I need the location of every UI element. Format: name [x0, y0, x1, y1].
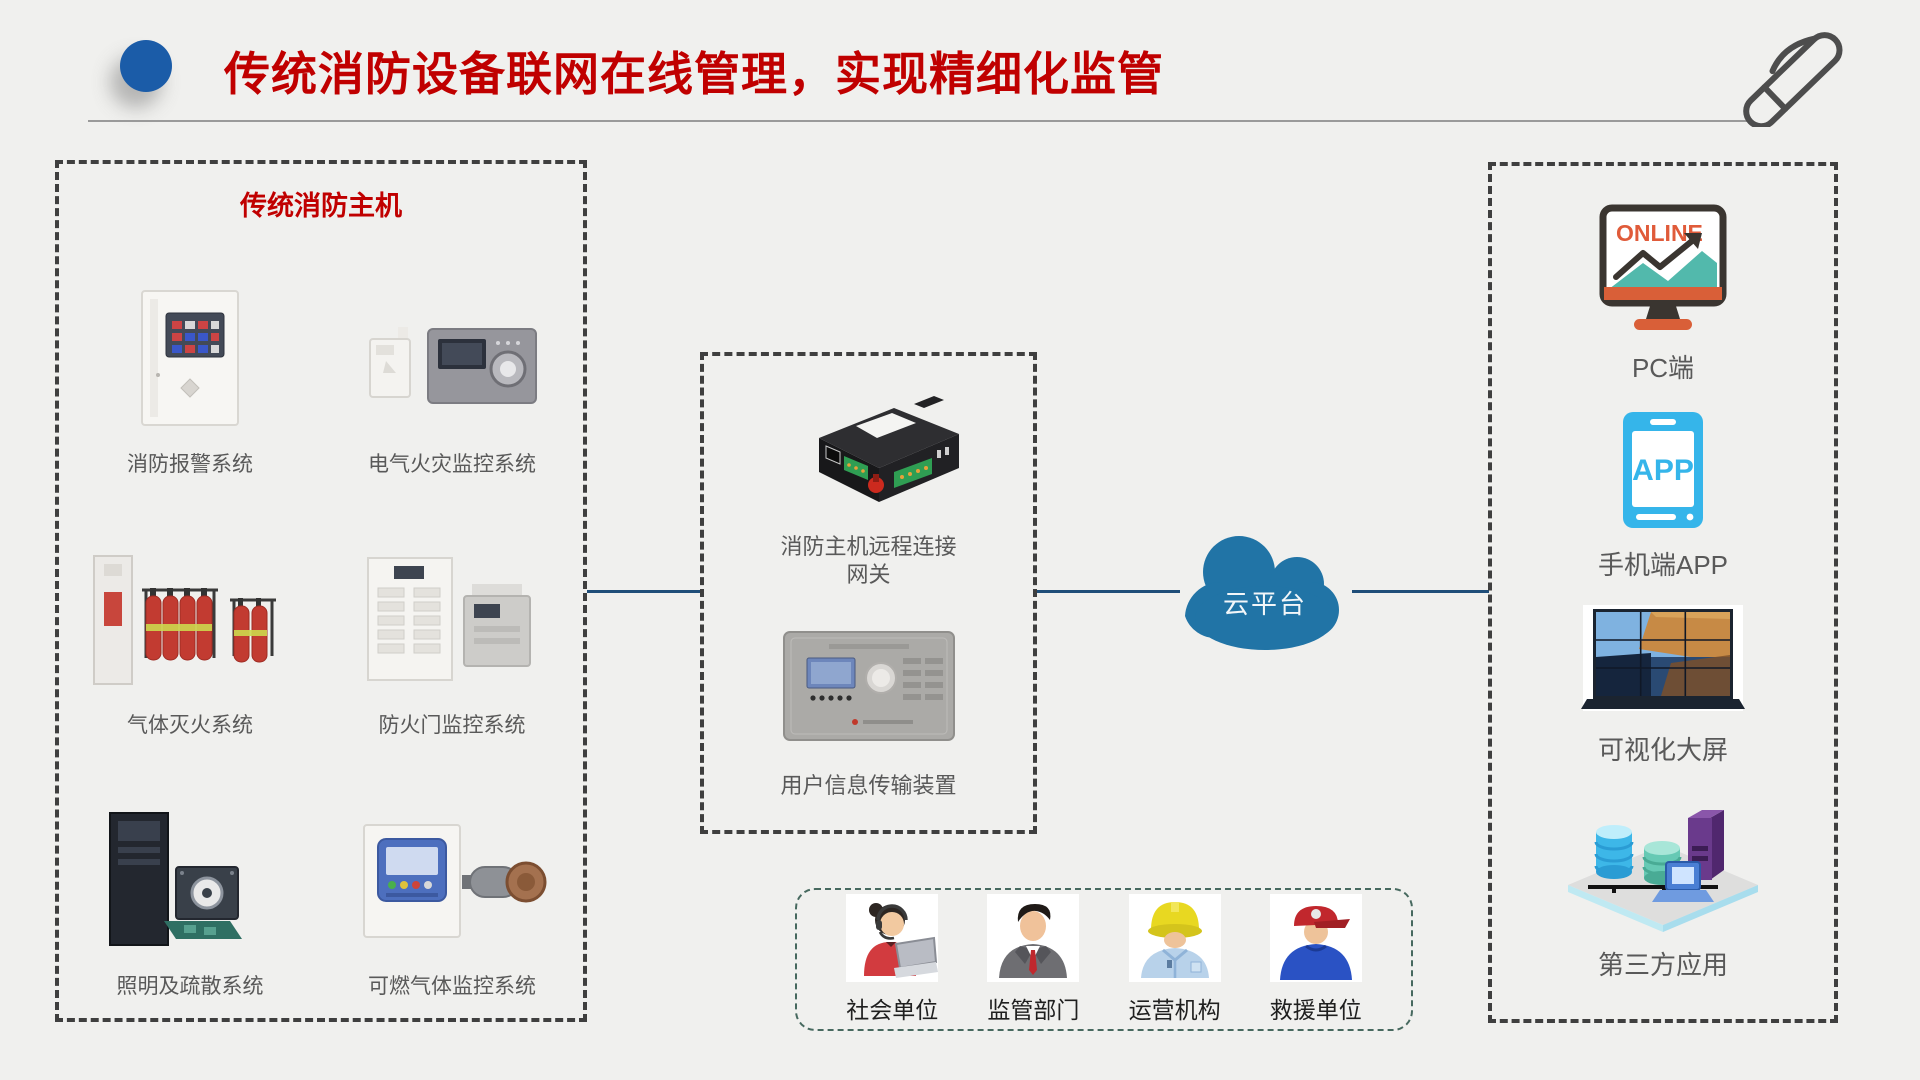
gateway-item: 用户信息传输装置 [769, 620, 969, 801]
device-item-fire-alarm: 消防报警系统 [59, 230, 321, 491]
header-divider [88, 120, 1748, 122]
stakeholder-item-society: 社会单位 [846, 894, 939, 1025]
stakeholder-label: 救援单位 [1269, 997, 1362, 1023]
stakeholder-item-rescue: 救援单位 [1269, 894, 1362, 1025]
device-label: 防火门监控系统 [378, 714, 526, 738]
cloud-platform: 云平台 [1167, 528, 1363, 656]
cloud-label: 云平台 [1222, 589, 1307, 619]
device-label: 可燃气体监控系统 [368, 974, 536, 998]
app-item-pc: ONLINE PC端 [1588, 203, 1738, 385]
stakeholder-label: 监管部门 [987, 997, 1080, 1023]
video-wall-icon [1581, 605, 1745, 722]
official-person-icon [987, 894, 1080, 987]
device-item-electrical-fire: 电气火灾监控系统 [321, 230, 583, 491]
app-label: 第三方应用 [1597, 950, 1728, 980]
device-item-gas-extinguishing: 气体灭火系统 [59, 491, 321, 752]
user-info-transmission-device-icon [769, 620, 969, 760]
pen-icon [1735, 22, 1865, 130]
gas-extinguishing-icon [80, 548, 300, 703]
app-label: 手机端APP [1597, 550, 1729, 580]
stakeholder-item-regulator: 监管部门 [987, 894, 1080, 1025]
device-label: 消防报警系统 [127, 453, 253, 477]
left-device-grid: 消防报警系统 电气火灾监控系统 [59, 230, 583, 1012]
stakeholder-label: 运营机构 [1128, 997, 1221, 1023]
applications-panel: ONLINE PC端 APP 手机端APP [1488, 162, 1838, 1023]
stakeholder-item-operator: 运营机构 [1128, 894, 1221, 1025]
remote-gateway-device-icon [764, 386, 974, 521]
fire-alarm-panel-icon [80, 287, 300, 442]
app-phone-icon: APP [1608, 408, 1718, 537]
third-party-systems-icon [1568, 790, 1758, 937]
stakeholder-label: 社会单位 [846, 997, 939, 1023]
cloud-icon [1185, 536, 1339, 650]
device-item-fire-door: 防火门监控系统 [321, 491, 583, 752]
electrical-fire-monitor-icon [342, 287, 562, 442]
combustible-gas-monitor-icon [342, 809, 562, 964]
title-bullet-circle [120, 40, 172, 92]
device-label: 电气火灾监控系统 [368, 453, 536, 477]
online-monitor-icon: ONLINE [1588, 203, 1738, 340]
connector-cloud-to-right [1352, 590, 1489, 593]
gateway-panel: 消防主机远程连接 网关 用户信息传输装置 [700, 352, 1037, 834]
device-item-combustible-gas: 可燃气体监控系统 [321, 751, 583, 1012]
connector-left-to-gateway [587, 590, 700, 593]
connector-gateway-to-cloud [1037, 590, 1180, 593]
app-item-third-party: 第三方应用 [1568, 790, 1758, 982]
stakeholders-panel: 社会单位 监管部门 [795, 888, 1413, 1031]
device-label: 用户信息传输装置 [780, 772, 957, 798]
app-label: 可视化大屏 [1597, 735, 1728, 765]
device-label: 气体灭火系统 [127, 714, 253, 738]
fire-door-monitor-icon [342, 548, 562, 703]
app-label: PC端 [1631, 353, 1695, 383]
construction-worker-icon [1128, 894, 1221, 987]
device-item-lighting-evacuation: 照明及疏散系统 [59, 751, 321, 1012]
support-agent-icon [846, 894, 939, 987]
app-item-mobile: APP 手机端APP [1598, 408, 1728, 582]
page-title: 传统消防设备联网在线管理，实现精细化监管 [224, 48, 1164, 100]
traditional-fire-host-panel: 传统消防主机 消防报警系统 [55, 160, 587, 1022]
gateway-item: 消防主机远程连接 网关 [764, 386, 974, 590]
device-label: 消防主机远程连接 网关 [780, 533, 957, 588]
lighting-evacuation-icon [80, 809, 300, 964]
device-label: 照明及疏散系统 [116, 974, 264, 998]
rescue-person-icon [1269, 894, 1362, 987]
phone-screen-text: APP [1632, 454, 1694, 487]
app-item-video-wall: 可视化大屏 [1581, 605, 1745, 767]
left-box-title: 传统消防主机 [240, 191, 402, 221]
